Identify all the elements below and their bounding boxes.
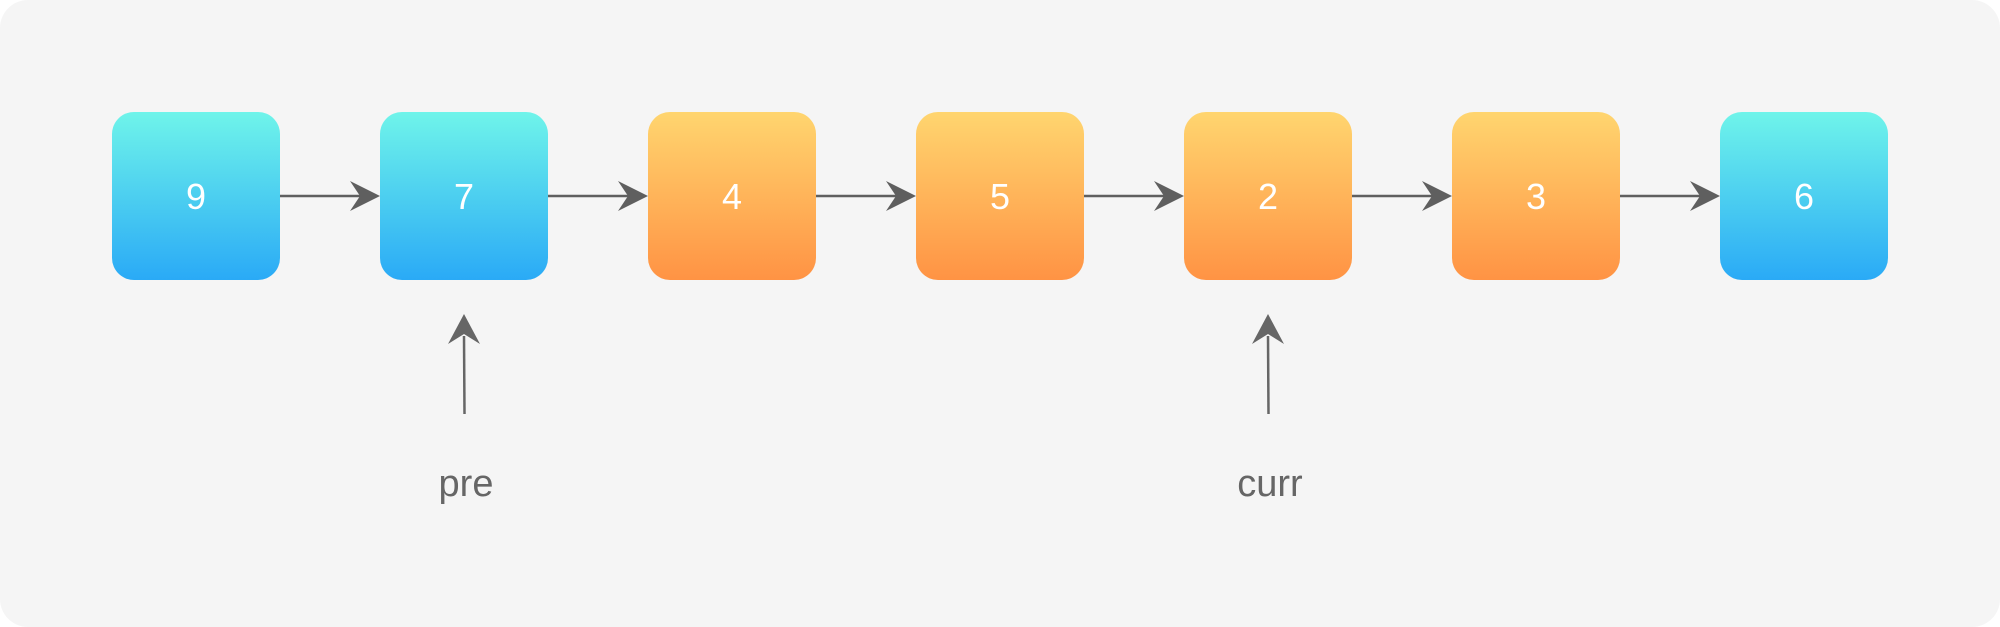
node-box — [648, 112, 816, 280]
pointer-arrowhead-icon — [448, 314, 480, 344]
pointers: pre curr — [439, 314, 1303, 505]
node-box — [1720, 112, 1888, 280]
node-box — [916, 112, 1084, 280]
list-node: 9 — [112, 112, 280, 280]
next-arrow — [548, 181, 648, 211]
arrowhead-icon — [350, 181, 380, 211]
node-value: 6 — [1794, 176, 1814, 217]
node-value: 3 — [1526, 176, 1546, 217]
list-node: 7 — [380, 112, 548, 280]
next-arrow — [280, 181, 380, 211]
arrowhead-icon — [618, 181, 648, 211]
next-arrow — [1352, 181, 1452, 211]
pointer-curr: curr — [1237, 314, 1303, 505]
node-value: 2 — [1258, 176, 1278, 217]
arrowhead-icon — [1690, 181, 1720, 211]
pointer-label: curr — [1237, 463, 1303, 505]
next-arrow — [1084, 181, 1184, 211]
arrowhead-icon — [1154, 181, 1184, 211]
node-box — [380, 112, 548, 280]
node-value: 5 — [990, 176, 1010, 217]
node-box — [1184, 112, 1352, 280]
list-node: 2 — [1184, 112, 1352, 280]
list-node: 5 — [916, 112, 1084, 280]
node-box — [112, 112, 280, 280]
list-node: 4 — [648, 112, 816, 280]
list-node: 3 — [1452, 112, 1620, 280]
arrowhead-icon — [886, 181, 916, 211]
next-arrow — [1620, 181, 1720, 211]
node-value: 9 — [186, 176, 206, 217]
next-arrow — [816, 181, 916, 211]
nodes: 9 7 4 5 2 3 6 — [112, 112, 1888, 280]
pointer-pre: pre — [439, 314, 494, 505]
node-value: 7 — [454, 176, 474, 217]
arrowhead-icon — [1422, 181, 1452, 211]
next-arrows — [280, 181, 1720, 211]
node-box — [1452, 112, 1620, 280]
node-value: 4 — [722, 176, 742, 217]
pointer-label: pre — [439, 463, 494, 505]
list-node: 6 — [1720, 112, 1888, 280]
pointer-arrowhead-icon — [1252, 314, 1284, 344]
